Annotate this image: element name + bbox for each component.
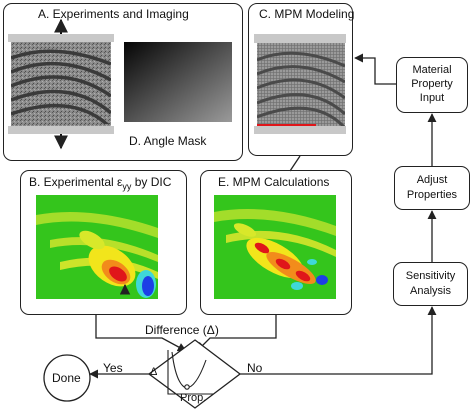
material-line-2: Property [411,78,453,90]
material-line-3: Input [419,92,445,104]
angle-mask-label: D. Angle Mask [129,134,207,148]
adjust-line-1: Adjust [416,174,448,186]
yes-label: Yes [103,361,123,375]
material-property-input-label: Material Property Input [396,63,468,105]
sensitivity-analysis-label: Sensitivity Analysis [393,269,468,299]
material-property-input-box [396,57,468,113]
adjust-properties-label: Adjust Properties [394,173,470,203]
mpm-calculations-panel [200,170,352,315]
experiments-imaging-panel [3,3,243,161]
experimental-dic-title: B. Experimental εyy by DIC [29,175,171,191]
no-label: No [247,361,263,375]
adjust-properties-box [394,166,470,210]
mpm-modeling-title: C. MPM Modeling [259,7,355,21]
prop-axis-label: Prop. [180,392,207,404]
difference-label: Difference (Δ) [145,323,219,337]
experiments-imaging-title: A. Experiments and Imaging [38,7,189,21]
done-label: Done [52,371,81,385]
delta-vs-property-plot [167,350,213,395]
material-line-1: Material [412,64,452,76]
experimental-dic-title-prefix: B. Experimental ε [29,175,123,189]
sensitivity-analysis-box [393,262,468,306]
mpm-modeling-panel [248,3,353,156]
delta-axis-label: Δ [150,366,158,378]
sensitivity-line-2: Analysis [410,285,451,297]
experimental-dic-title-suffix: by DIC [131,175,172,189]
experimental-dic-panel [20,170,187,315]
sensitivity-line-1: Sensitivity [405,270,456,282]
adjust-line-2: Properties [406,189,458,201]
mpm-calculations-title: E. MPM Calculations [218,175,330,189]
experimental-dic-title-subscript: yy [122,181,132,192]
